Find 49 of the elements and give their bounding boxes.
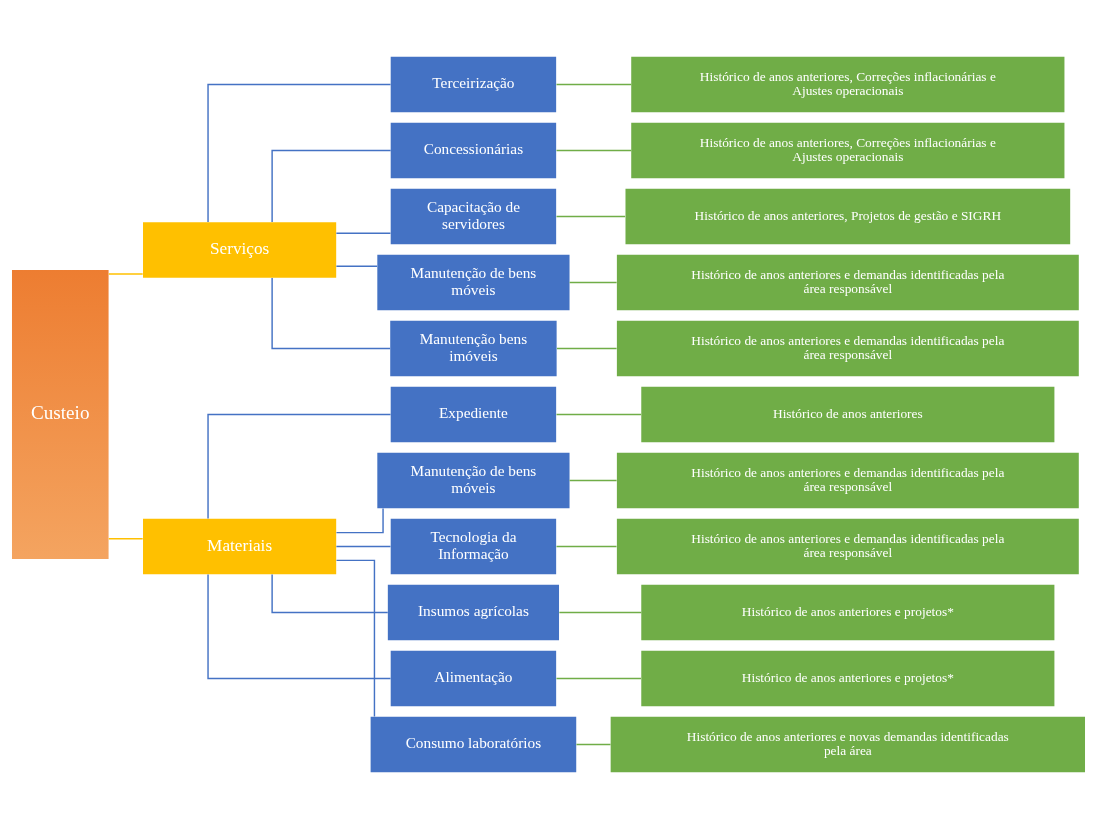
connector bbox=[207, 573, 392, 680]
connector bbox=[335, 507, 384, 534]
connector bbox=[556, 347, 618, 350]
connector bbox=[555, 215, 626, 218]
node-box: Insumos agrícolas bbox=[387, 584, 559, 641]
node-box: Histórico de anos anteriores e projetos* bbox=[641, 650, 1055, 707]
connector bbox=[575, 743, 612, 746]
connector bbox=[555, 545, 618, 548]
node-box: Histórico de anos anteriores e demandas identificadas pela área responsável bbox=[616, 518, 1079, 575]
connector bbox=[108, 273, 144, 275]
node-box: Histórico de anos anteriores bbox=[641, 386, 1055, 443]
connector bbox=[271, 149, 392, 223]
node-box: Capacitação de servidores bbox=[390, 188, 557, 245]
node-box: Histórico de anos anteriores e projetos* bbox=[641, 584, 1055, 641]
connector bbox=[335, 265, 378, 267]
node-box: Manutenção de bens móveis bbox=[377, 254, 570, 311]
connector bbox=[555, 413, 642, 416]
connector bbox=[271, 277, 391, 350]
connector bbox=[555, 149, 632, 152]
node-box: Histórico de anos anteriores, Projetos de gestão e SIGRH bbox=[625, 188, 1071, 245]
node-box: Concessionárias bbox=[390, 122, 557, 179]
node-box: Histórico de anos anteriores e novas demandas identificadas pela área bbox=[610, 716, 1085, 773]
node-box: Manutenção bens imóveis bbox=[390, 320, 557, 377]
connector bbox=[335, 545, 392, 548]
node-box: Tecnologia da Informação bbox=[390, 518, 557, 575]
connector bbox=[555, 677, 642, 680]
node-box: Histórico de anos anteriores, Correções inflacionárias e Ajustes operacionais bbox=[631, 56, 1065, 113]
connector bbox=[555, 83, 632, 86]
node-box: Histórico de anos anteriores e demandas identificadas pela área responsável bbox=[616, 254, 1079, 311]
node-box: Alimentação bbox=[390, 650, 557, 707]
node-box: Manutenção de bens móveis bbox=[377, 452, 570, 509]
connector bbox=[207, 413, 392, 520]
connector bbox=[568, 479, 618, 482]
node-box: Expediente bbox=[390, 386, 557, 443]
connector bbox=[207, 83, 392, 223]
node-box: Materiais bbox=[143, 518, 337, 575]
connector bbox=[335, 232, 392, 234]
node-box: Consumo laboratórios bbox=[370, 716, 577, 773]
connector bbox=[271, 573, 389, 614]
node-box: Histórico de anos anteriores e demandas identificadas pela área responsável bbox=[616, 320, 1079, 377]
node-box: Histórico de anos anteriores e demandas identificadas pela área responsável bbox=[616, 452, 1079, 509]
connector bbox=[108, 538, 144, 540]
connector bbox=[568, 281, 618, 284]
connector bbox=[335, 559, 376, 718]
node-box: Serviços bbox=[143, 222, 337, 278]
node-box: Terceirização bbox=[390, 56, 557, 113]
node-box: Custeio bbox=[12, 270, 109, 559]
node-box: Histórico de anos anteriores, Correções inflacionárias e Ajustes operacionais bbox=[631, 122, 1065, 179]
connector bbox=[558, 611, 642, 614]
